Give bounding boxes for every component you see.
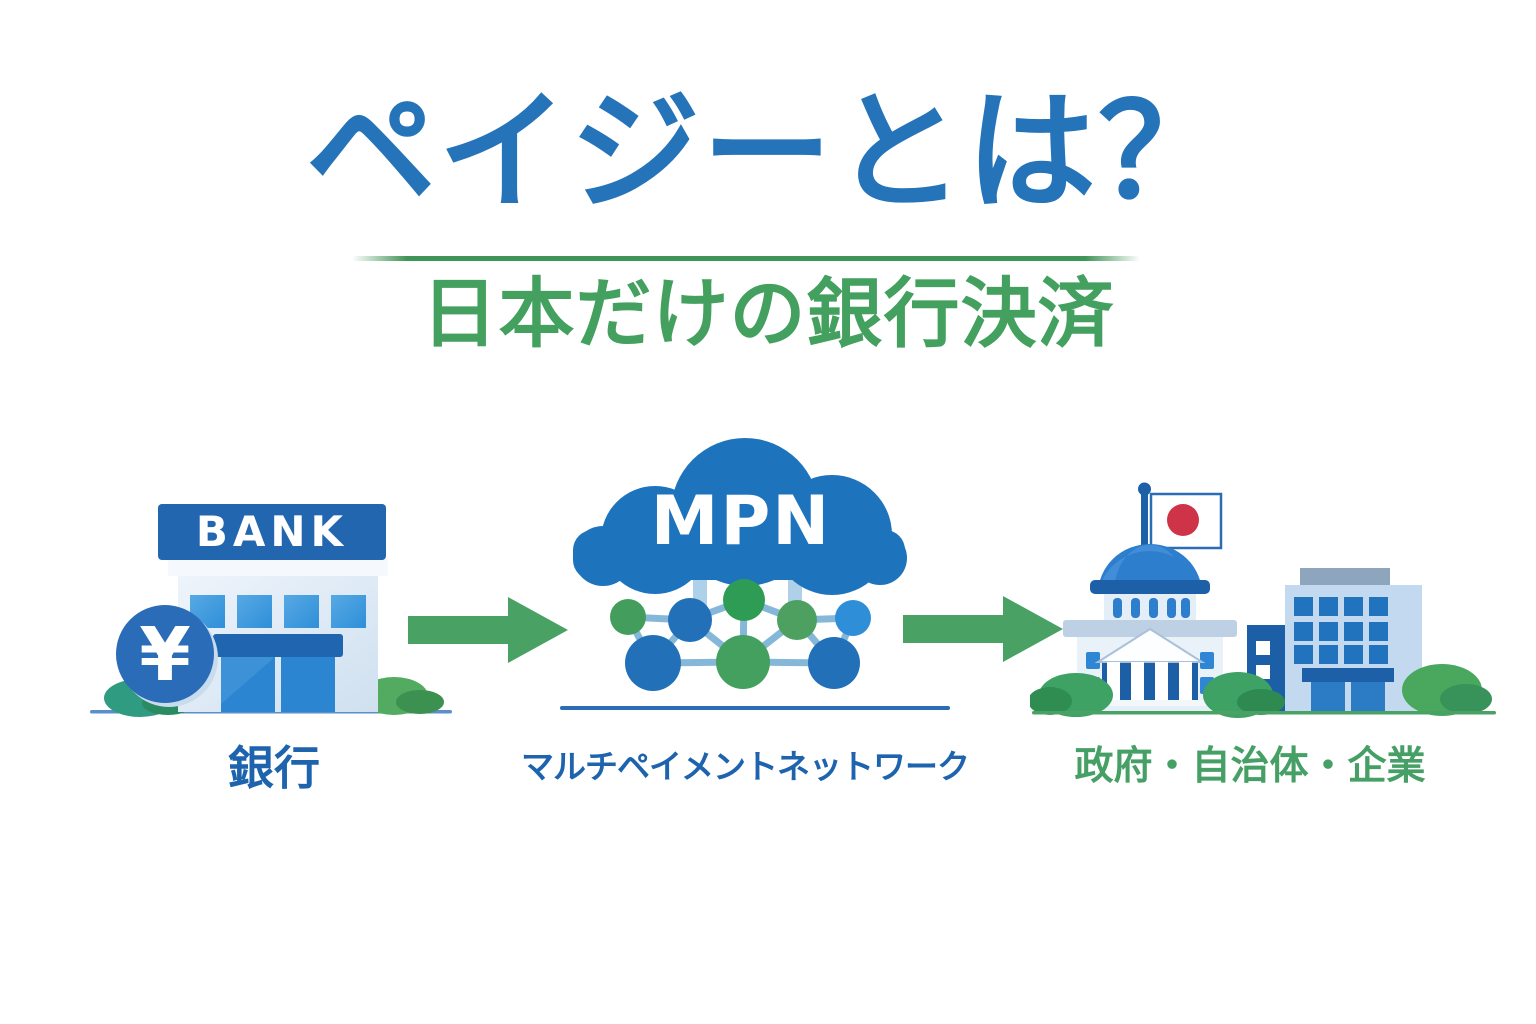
bank-step-label: 銀行 bbox=[228, 741, 320, 795]
steps-upper bbox=[1094, 700, 1206, 706]
office-door-header bbox=[1302, 668, 1394, 682]
bank-eave bbox=[168, 558, 388, 576]
mpn-cloud-text: MPN bbox=[651, 482, 831, 561]
mpn-step-label: マルチペイメントネットワーク bbox=[521, 747, 970, 786]
yen-coin-icon: ¥ bbox=[116, 605, 218, 707]
mpn-cloud-network-icon: MPN bbox=[560, 438, 950, 710]
recipient-bushes bbox=[1030, 664, 1492, 718]
drum-windows bbox=[1113, 598, 1190, 618]
page-title: ペイジーとは？ bbox=[305, 76, 1230, 228]
recipients-step-label: 政府・自治体・企業 bbox=[1074, 744, 1426, 789]
office-door bbox=[1311, 682, 1345, 712]
office-building bbox=[1285, 568, 1422, 712]
bank-building-icon: BANK ¥ bbox=[90, 504, 452, 717]
page-subtitle: 日本だけの銀行決済 bbox=[421, 269, 1115, 358]
recipients-ground-line bbox=[1032, 711, 1496, 715]
pediment bbox=[1094, 627, 1206, 663]
bank-sign-text: BANK bbox=[196, 507, 348, 556]
japan-flag-icon bbox=[1149, 492, 1223, 550]
arrow-bank-to-mpn-icon bbox=[408, 597, 568, 663]
mpn-cloud bbox=[573, 438, 907, 595]
mpn-ground-line bbox=[560, 706, 950, 710]
government-and-office-buildings-icon bbox=[1030, 482, 1496, 718]
flag-pole bbox=[1141, 490, 1148, 592]
yen-symbol: ¥ bbox=[139, 612, 191, 698]
office-door bbox=[1351, 682, 1385, 712]
title-divider-line bbox=[352, 256, 1140, 261]
bank-sign bbox=[158, 504, 386, 560]
arrow-mpn-to-recipients-icon bbox=[903, 596, 1063, 662]
bank-door bbox=[213, 634, 343, 712]
steps-lower bbox=[1087, 706, 1213, 712]
network-nodes bbox=[610, 579, 871, 691]
